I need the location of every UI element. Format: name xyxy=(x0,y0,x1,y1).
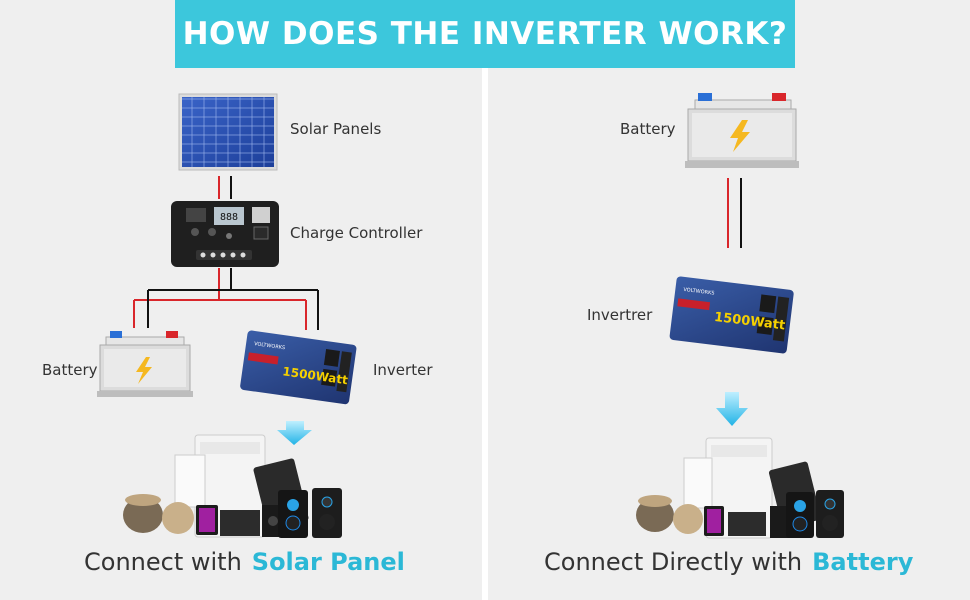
svg-text:VOLTWORKS: VOLTWORKS xyxy=(683,287,715,297)
right-battery-label: Battery xyxy=(620,120,676,138)
battery-icon xyxy=(97,331,193,397)
charge-controller-label: Charge Controller xyxy=(290,224,423,242)
charge-controller-icon: 888 xyxy=(171,201,279,267)
battery-icon xyxy=(685,93,799,168)
left-caption-prefix: Connect with xyxy=(84,548,242,576)
title-banner: HOW DOES THE INVERTER WORK? xyxy=(175,0,795,68)
inverter-icon: VOLTWORKS 1500Watt xyxy=(240,330,357,405)
right-caption-highlight: Battery xyxy=(812,548,914,576)
right-caption: Connect Directly with Battery xyxy=(544,548,913,576)
right-inverter-label: Invertrer xyxy=(587,306,653,324)
solar-panels-label: Solar Panels xyxy=(290,120,382,138)
svg-text:VOLTWORKS: VOLTWORKS xyxy=(254,341,286,351)
solar-panel-icon xyxy=(178,93,278,171)
page-title: HOW DOES THE INVERTER WORK? xyxy=(182,16,788,52)
wire-battery-inverter xyxy=(727,178,742,248)
right-caption-prefix: Connect Directly with xyxy=(544,548,803,576)
battery-label: Battery xyxy=(42,361,98,379)
down-arrow-icon xyxy=(716,392,748,426)
wire-controller-distribution xyxy=(133,268,319,330)
appliances-icon xyxy=(636,437,844,539)
wire-solar-controller xyxy=(218,176,232,199)
left-caption: Connect with Solar Panel xyxy=(84,548,405,576)
appliances-icon xyxy=(123,434,342,538)
left-caption-highlight: Solar Panel xyxy=(251,548,405,576)
svg-text:888: 888 xyxy=(220,212,238,223)
inverter-label: Inverter xyxy=(373,361,433,379)
inverter-icon: VOLTWORKS 1500Watt xyxy=(669,276,794,354)
down-arrow-icon xyxy=(277,421,312,445)
